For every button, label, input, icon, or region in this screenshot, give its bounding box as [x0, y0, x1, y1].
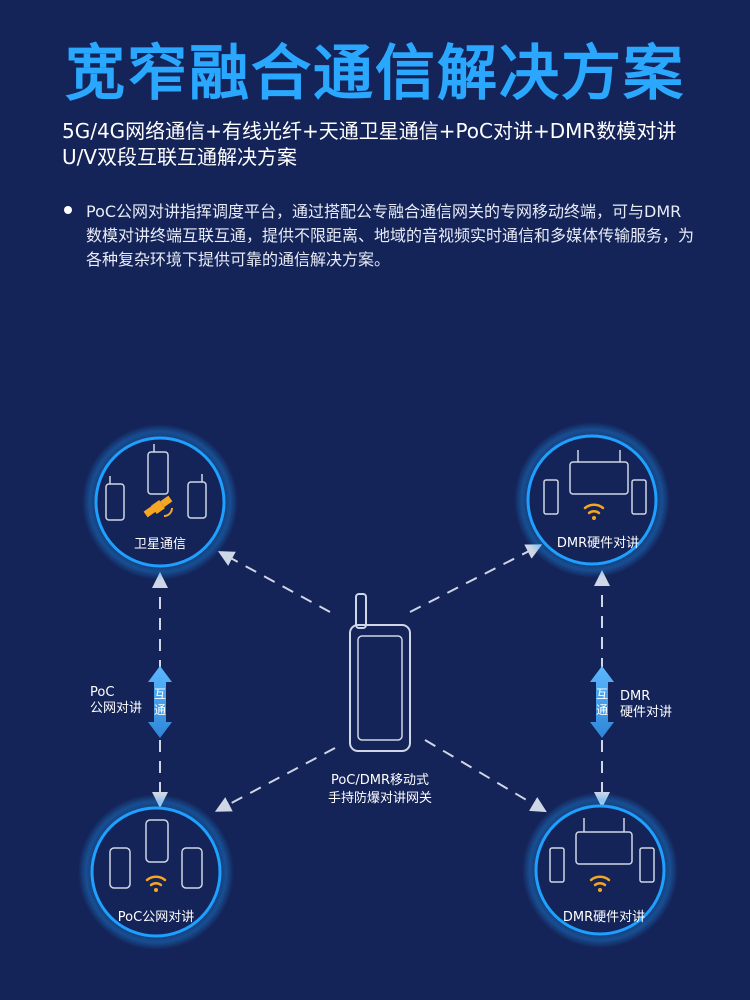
node-dmr-top: DMR硬件对讲 — [514, 422, 670, 578]
connector-to-satellite — [217, 551, 331, 613]
right-interconnect-char2: 通 — [596, 703, 608, 717]
wifi-icon — [583, 503, 605, 520]
poc-bottom-label: PoC公网对讲 — [118, 910, 194, 925]
interconnect-arrow-left: 互 通 — [148, 666, 172, 738]
radio-handset-icon — [105, 444, 207, 521]
description-text: PoC公网对讲指挥调度平台，通过搭配公专融合通信网关的专网移动终端，可与DMR数… — [86, 202, 695, 269]
center-label-line2: 手持防爆对讲网关 — [328, 790, 432, 806]
dmr-bottom-label: DMR硬件对讲 — [563, 910, 645, 925]
satellite-label: 卫星通信 — [134, 537, 186, 552]
gateway-device-icon — [349, 593, 411, 752]
right-link-label-1: DMR — [620, 689, 650, 704]
node-poc-bottom: PoC公网对讲 — [78, 794, 234, 950]
node-satellite: 卫星通信 — [82, 424, 238, 580]
left-link-label-1: PoC — [90, 685, 114, 700]
left-interconnect-char1: 互 — [154, 687, 166, 701]
page-subtitle: 5G/4G网络通信+有线光纤+天通卫星通信+PoC对讲+DMR数模对讲U/V双段… — [62, 119, 677, 169]
dashed-connectors — [152, 544, 610, 813]
center-label-line1: PoC/DMR移动式 — [331, 773, 429, 788]
dmr-top-label: DMR硬件对讲 — [557, 536, 639, 551]
connector-to-poc-bottom — [214, 747, 336, 812]
connector-to-dmr-top — [409, 544, 543, 613]
connector-to-dmr-bottom — [424, 739, 547, 813]
left-interconnect-char2: 通 — [154, 703, 166, 717]
dmr-base-station-icon — [543, 450, 647, 515]
smartphone-icon — [109, 819, 203, 889]
satellite-icon — [143, 495, 173, 518]
left-link-label-2: 公网对讲 — [90, 701, 142, 716]
right-link-label-2: 硬件对讲 — [620, 705, 672, 720]
wifi-icon — [589, 875, 611, 892]
bullet-dot — [64, 206, 72, 214]
interconnect-arrow-right: 互 通 — [590, 666, 614, 738]
page-title: 宽窄融合通信解决方案 — [65, 39, 685, 109]
wifi-icon — [145, 875, 167, 892]
right-interconnect-char1: 互 — [596, 687, 608, 701]
dmr-base-station-icon — [549, 818, 655, 883]
node-dmr-bottom: DMR硬件对讲 — [522, 792, 678, 948]
